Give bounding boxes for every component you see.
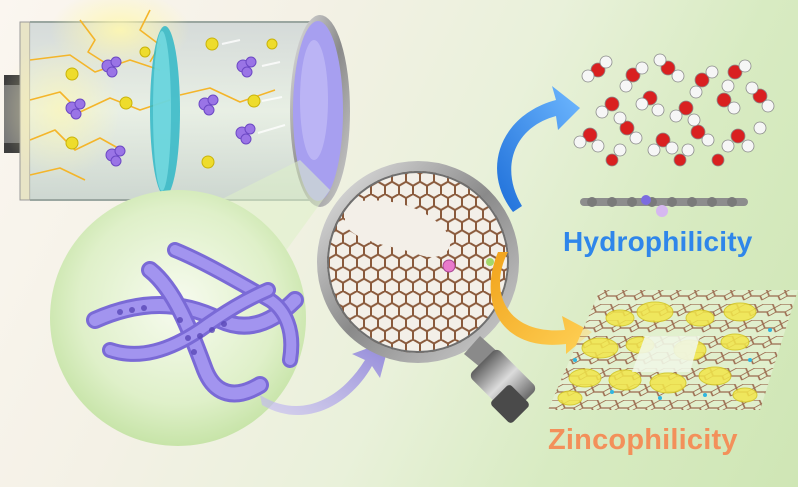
hydrophilicity-label: Hydrophilicity bbox=[563, 226, 753, 257]
molecule-chain-icon bbox=[580, 195, 748, 217]
charge-density-sheet-icon bbox=[548, 290, 798, 410]
electrode-disc-icon bbox=[290, 15, 350, 207]
zincophilicity-label: Zincophilicity bbox=[548, 424, 738, 456]
curved-arrow-icon bbox=[497, 86, 580, 212]
curved-arrow-icon bbox=[490, 252, 592, 354]
water-molecule-icon bbox=[573, 53, 775, 167]
magnifier-icon bbox=[317, 161, 536, 423]
ion-particle-icon bbox=[65, 37, 286, 169]
